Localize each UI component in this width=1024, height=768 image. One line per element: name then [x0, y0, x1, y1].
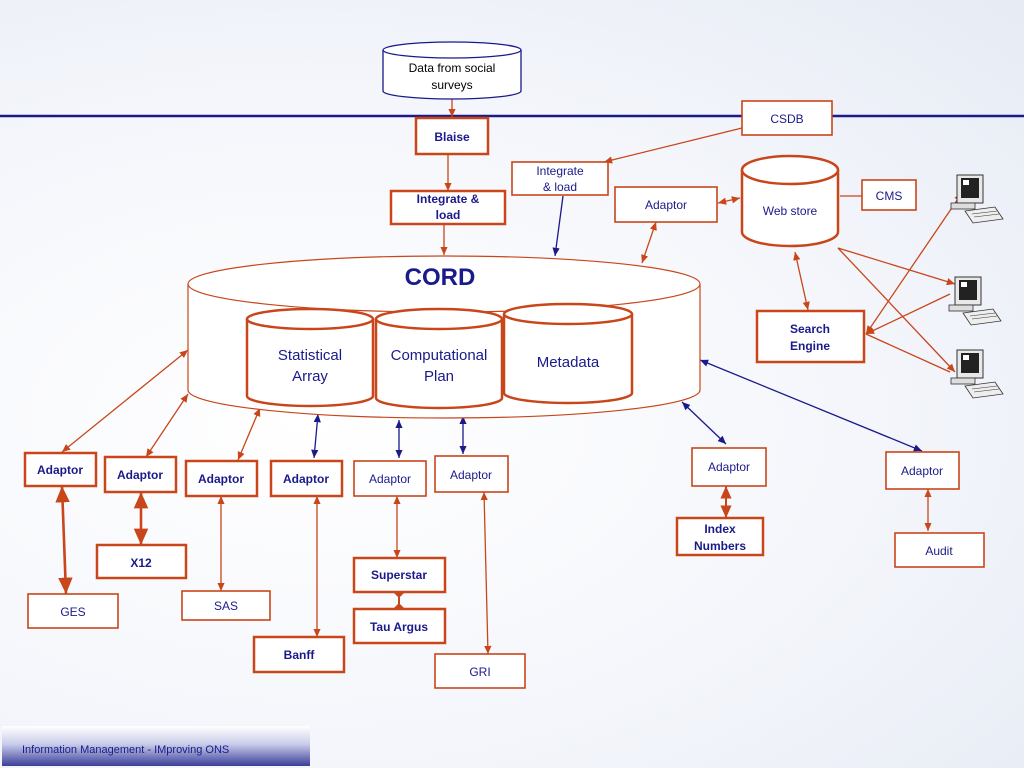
adaptor-label-3: Adaptor: [198, 472, 244, 486]
adaptor-box-4[interactable]: Adaptor: [269, 459, 344, 498]
ges-box[interactable]: GES: [27, 593, 119, 629]
banff-label: Banff: [284, 648, 316, 662]
csdb-box[interactable]: CSDB: [741, 100, 833, 136]
integrate-load-box-plain[interactable]: Integrate & load: [511, 161, 609, 196]
banff-box[interactable]: Banff: [252, 635, 346, 674]
sas-label: SAS: [214, 599, 238, 613]
arrow-csdb-integrate: [603, 127, 743, 164]
adaptor-label-7: Adaptor: [708, 460, 750, 474]
metadata-cylinder: Metadata: [502, 302, 634, 405]
search-engine-1: Search: [790, 322, 830, 336]
connectors: [55, 98, 963, 655]
tau-argus-box[interactable]: Tau Argus: [352, 607, 447, 645]
adaptor-top-label: Adaptor: [645, 198, 687, 212]
cms-label: CMS: [876, 189, 903, 203]
blaise-box[interactable]: Blaise: [414, 116, 490, 156]
arrow-a4-cord: [311, 413, 321, 459]
arrow-integrate2-cord: [552, 195, 564, 257]
integrate-plain-2: & load: [543, 180, 577, 194]
statistical-array-1: Statistical: [278, 347, 342, 364]
adaptor-box-6[interactable]: Adaptor: [434, 455, 509, 493]
source-label-1: Data from social: [409, 61, 496, 75]
gri-box[interactable]: GRI: [434, 653, 526, 689]
arrow-adaptor-webstore: [717, 196, 741, 205]
web-store-cylinder: Web store: [740, 154, 840, 248]
computer-icon: [950, 174, 1004, 224]
cms-box[interactable]: CMS: [861, 179, 917, 211]
adaptor-box-3[interactable]: Adaptor: [184, 459, 259, 498]
computational-plan-1: Computational: [391, 347, 488, 364]
computational-plan-cylinder: Computational Plan: [374, 307, 504, 410]
ges-label: GES: [60, 605, 85, 619]
csdb-label: CSDB: [770, 112, 803, 126]
superstar-box[interactable]: Superstar: [352, 556, 447, 594]
integrate-bold-1: Integrate &: [417, 192, 480, 206]
adaptor-box-1[interactable]: Adaptor: [23, 451, 98, 488]
audit-label: Audit: [925, 544, 953, 558]
web-store-label: Web store: [763, 204, 818, 218]
adaptor-label-4: Adaptor: [283, 472, 329, 486]
arrow-a8-cord: [699, 359, 923, 452]
computational-plan-2: Plan: [424, 368, 454, 385]
audit-box[interactable]: Audit: [894, 532, 985, 568]
cord-title: CORD: [405, 264, 476, 291]
adaptor-top-box[interactable]: Adaptor: [614, 186, 718, 223]
arrow-a7-cord: [681, 401, 727, 445]
footer-text: Information Management - IMproving ONS: [22, 744, 230, 756]
adaptor-box-8[interactable]: Adaptor: [885, 451, 960, 490]
adaptor-box-2[interactable]: Adaptor: [103, 455, 178, 494]
index-numbers-2: Numbers: [694, 539, 746, 553]
search-engine-box[interactable]: Search Engine: [755, 309, 866, 364]
metadata-label: Metadata: [537, 354, 600, 371]
arrow-search-pc2: [865, 293, 951, 335]
source-cylinder: Data from social surveys: [382, 41, 522, 100]
arrow-webstore-search: [793, 251, 810, 311]
adaptor-label-5: Adaptor: [369, 472, 411, 486]
index-numbers-box[interactable]: Index Numbers: [675, 516, 765, 557]
arrow-adaptor-cord: [641, 221, 657, 264]
source-label-2: surveys: [431, 78, 472, 92]
adaptor-label-6: Adaptor: [450, 468, 492, 482]
tau-argus-label: Tau Argus: [370, 620, 428, 634]
arrow-a1-ges: [55, 485, 73, 595]
x12-label: X12: [130, 556, 152, 570]
search-engine-2: Engine: [790, 339, 830, 353]
adaptor-label-2: Adaptor: [117, 468, 163, 482]
integrate-load-box-bold[interactable]: Integrate & load: [389, 189, 507, 226]
arrow-search-pc1: [865, 192, 963, 335]
adaptor-box-5[interactable]: Adaptor: [353, 460, 427, 497]
statistical-array-2: Array: [292, 368, 328, 385]
gri-label: GRI: [469, 665, 490, 679]
blaise-label: Blaise: [434, 130, 470, 144]
arrow-a1-cord: [61, 349, 189, 453]
sas-box[interactable]: SAS: [181, 590, 271, 621]
arrow-a3-cord: [237, 407, 261, 461]
footer-bar: [2, 726, 310, 766]
index-numbers-1: Index: [704, 522, 736, 536]
statistical-array-cylinder: Statistical Array: [245, 307, 375, 408]
integrate-bold-2: load: [436, 208, 461, 222]
x12-box[interactable]: X12: [95, 543, 188, 580]
computer-icon: [948, 276, 1002, 326]
adaptor-label-1: Adaptor: [37, 463, 83, 477]
adaptor-label-8: Adaptor: [901, 464, 943, 478]
arrow-a2-cord: [145, 393, 189, 458]
integrate-plain-1: Integrate: [536, 164, 584, 178]
superstar-label: Superstar: [371, 568, 427, 582]
arrow-a6-gri: [480, 491, 492, 655]
adaptor-box-7[interactable]: Adaptor: [691, 447, 767, 487]
computer-icon: [950, 349, 1004, 399]
arrow-search-pc3: [865, 333, 951, 373]
